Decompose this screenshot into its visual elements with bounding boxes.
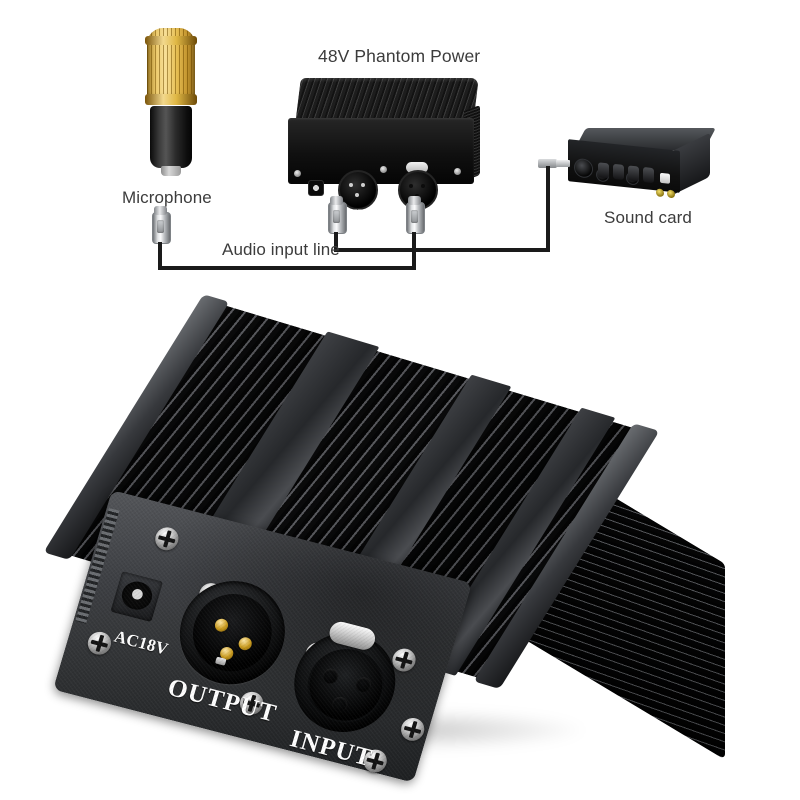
xlr-output-key-notch: [214, 656, 227, 666]
sound-card-knob: [643, 166, 654, 184]
faceplate-screw: [152, 524, 182, 553]
mini-label-output: OUTPUT: [336, 209, 378, 219]
faceplate-screw: [398, 715, 428, 744]
xlr-input-latch-tab[interactable]: [326, 619, 378, 653]
xlr-input-socket-hole: [321, 667, 340, 686]
xlr-output-pin: [237, 635, 254, 652]
sound-card-combo-jack: [574, 157, 593, 179]
wire-output-vertical: [334, 232, 338, 252]
sound-card-knob: [598, 162, 609, 179]
xlr-input-connector-female[interactable]: [282, 619, 408, 743]
mini-label-ac18v: AC18V: [305, 210, 331, 219]
mini-screw: [454, 168, 461, 175]
microphone-base: [161, 166, 181, 176]
sound-card-rca-jack: [667, 189, 675, 199]
mini-dc-jack: [308, 180, 324, 196]
xlr-plug-microphone-end: [152, 206, 171, 244]
panel-label-ac18v: AC18V: [111, 626, 171, 659]
sound-card-power-button: [660, 172, 670, 184]
sound-card-knob: [628, 165, 639, 182]
diagram-phantom-power-unit: AC18V OUTPUT INPUT: [288, 78, 480, 219]
xlr-input-socket-hole: [353, 675, 373, 694]
mini-unit-faceplate: AC18V OUTPUT INPUT: [288, 118, 474, 219]
diagram-label-audio-input-line: Audio input line: [222, 240, 340, 259]
diagram-label-sound-card: Sound card: [604, 208, 692, 227]
microphone-graphic: [143, 28, 199, 180]
sound-card-graphic: [568, 128, 716, 200]
sound-card-knob: [613, 163, 624, 180]
wire-mic-vertical: [158, 242, 162, 270]
trs-plug-35mm: [538, 159, 570, 168]
wire-mic-horizontal: [158, 266, 416, 270]
xlr-output-pin: [213, 617, 230, 634]
xlr-plug-input-end: [406, 196, 425, 234]
diagram-title-phantom-power: 48V Phantom Power: [318, 46, 481, 66]
mini-xlr-input-latch: [406, 162, 428, 173]
microphone-body: [150, 106, 192, 168]
mini-screw: [294, 170, 301, 177]
microphone-ring-mid: [145, 94, 197, 105]
faceplate-screw: [85, 629, 114, 658]
connection-diagram: 48V Phantom Power Microphone: [0, 0, 800, 300]
microphone-ring-top: [145, 36, 197, 45]
phantom-power-product-photo: AC18V OUTPUT INPUT: [43, 294, 725, 785]
mini-screw: [380, 166, 387, 173]
xlr-input-socket-hole: [330, 695, 350, 714]
sound-card-rca-jack: [656, 188, 664, 198]
wire-output-horizontal: [334, 248, 550, 252]
dc-power-jack-ac18v[interactable]: [110, 571, 164, 622]
panel-label-input: INPUT: [286, 725, 376, 773]
diagram-label-microphone: Microphone: [122, 188, 212, 207]
xlr-plug-output-end: [328, 196, 347, 234]
wire-soundcard-vertical: [546, 166, 550, 252]
